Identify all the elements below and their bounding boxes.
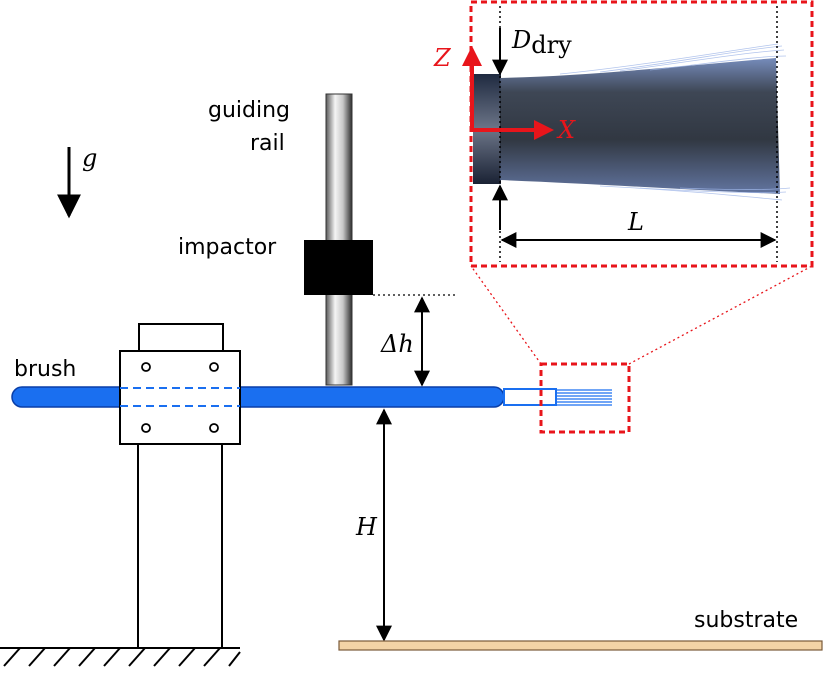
- guiding-rail-label-line1: guiding: [208, 98, 290, 123]
- inset-bristle-bundle: [500, 58, 780, 194]
- d-dry-label: Ddry: [511, 26, 572, 59]
- support-stand: [137, 323, 224, 649]
- brush-bristles: [556, 389, 612, 406]
- inset-bristle-strands: [559, 43, 791, 201]
- guiding-rail-label-line2: rail: [250, 131, 285, 156]
- z-axis-label: Z: [433, 44, 452, 72]
- zoom-connector-right: [628, 265, 813, 365]
- zoom-inset: [462, 0, 814, 268]
- clamp-bolt: [141, 423, 151, 433]
- gravity-label: g: [82, 144, 97, 172]
- d-dry-subscript: dry: [531, 31, 572, 59]
- d-dry-main: D: [511, 26, 531, 54]
- ground: [0, 647, 241, 667]
- x-axis-label: X: [556, 116, 576, 144]
- substrate-label: substrate: [694, 608, 798, 633]
- clamp-bolt: [209, 362, 219, 372]
- delta-h-label: Δh: [380, 330, 414, 358]
- zoom-connector-left: [470, 265, 542, 365]
- impactor-block: [304, 240, 373, 295]
- clamp-bolt: [209, 423, 219, 433]
- height-label: H: [355, 513, 378, 541]
- clamp-block: [119, 350, 241, 445]
- substrate-plate: [338, 640, 823, 651]
- brush-label: brush: [14, 357, 76, 382]
- guiding-rail: [325, 93, 353, 386]
- clamp-bolt: [141, 362, 151, 372]
- length-label: L: [627, 208, 644, 236]
- brush-handle: [11, 386, 612, 408]
- impactor-label: impactor: [178, 235, 277, 260]
- zoom-source-box: [539, 362, 631, 434]
